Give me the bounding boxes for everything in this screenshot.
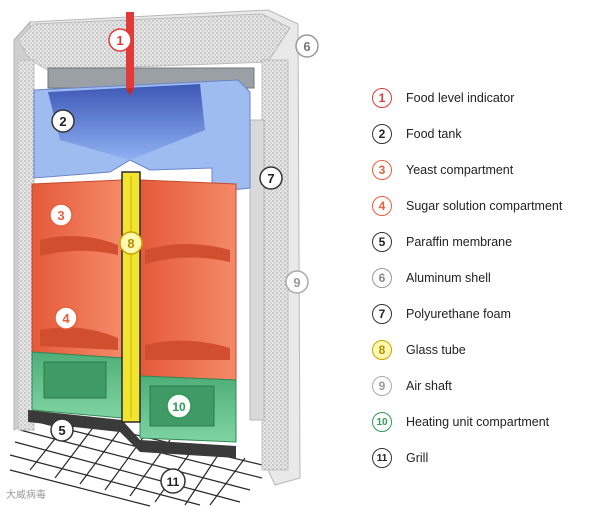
legend-label: Heating unit compartment [406,415,550,429]
svg-text:9: 9 [293,275,300,290]
legend-label: Air shaft [406,379,452,393]
legend-badge: 1 [372,88,392,108]
legend-item: 9 Air shaft [372,368,562,404]
svg-text:3: 3 [57,208,64,223]
legend-label: Glass tube [406,343,466,357]
svg-text:6: 6 [303,39,310,54]
legend-badge: 5 [372,232,392,252]
watermark: 大威病毒 [6,490,46,501]
legend-badge: 2 [372,124,392,144]
svg-text:7: 7 [267,171,274,186]
marker-9: 9 [285,270,309,294]
food-level-indicator [126,12,134,96]
legend-label: Food tank [406,127,462,141]
legend-item: 4 Sugar solution compartment [372,188,562,224]
marker-11: 11 [160,468,186,494]
legend-badge: 6 [372,268,392,288]
legend-label: Yeast compartment [406,163,514,177]
legend-item: 11 Grill [372,440,562,476]
svg-text:4: 4 [62,311,70,326]
legend-badge: 8 [372,340,392,360]
legend-item: 3 Yeast compartment [372,152,562,188]
marker-8: 8 [119,231,143,255]
legend-badge: 11 [372,448,392,468]
marker-6: 6 [295,34,319,58]
legend-badge: 10 [372,412,392,432]
legend-item: 10 Heating unit compartment [372,404,562,440]
legend-item: 7 Polyurethane foam [372,296,562,332]
legend-badge: 4 [372,196,392,216]
legend-label: Paraffin membrane [406,235,513,249]
glass-tube [121,171,141,423]
legend-label: Grill [406,451,429,465]
legend-label: Sugar solution compartment [406,199,563,213]
legend-badge: 9 [372,376,392,396]
legend-item: 8 Glass tube [372,332,562,368]
legend-item: 1 Food level indicator [372,80,562,116]
legend-badge: 7 [372,304,392,324]
svg-text:10: 10 [172,400,186,414]
svg-text:8: 8 [127,236,134,251]
legend-item: 5 Paraffin membrane [372,224,562,260]
svg-text:5: 5 [58,423,65,438]
legend-badge: 3 [372,160,392,180]
svg-text:2: 2 [59,114,66,129]
svg-text:11: 11 [167,475,180,489]
marker-1: 1 [108,28,132,52]
heating-unit-compartment [31,351,237,443]
legend-item: 2 Food tank [372,116,562,152]
svg-text:1: 1 [116,33,123,48]
legend-label: Polyurethane foam [406,307,511,321]
marker-4: 4 [54,306,78,330]
food-tank [33,79,251,193]
marker-3: 3 [49,203,73,227]
diagram-markers: 1 2 3 4 5 6 7 8 [49,28,319,494]
marker-10: 10 [166,393,192,419]
marker-5: 5 [50,418,74,442]
legend-label: Aluminum shell [406,271,491,285]
marker-7: 7 [259,166,283,190]
paraffin-membrane [28,410,236,458]
polyurethane-foam [17,13,291,471]
legend-label: Food level indicator [406,91,515,105]
legend: 1 Food level indicator 2 Food tank 3 Yea… [372,80,562,476]
legend-item: 6 Aluminum shell [372,260,562,296]
marker-2: 2 [51,109,75,133]
